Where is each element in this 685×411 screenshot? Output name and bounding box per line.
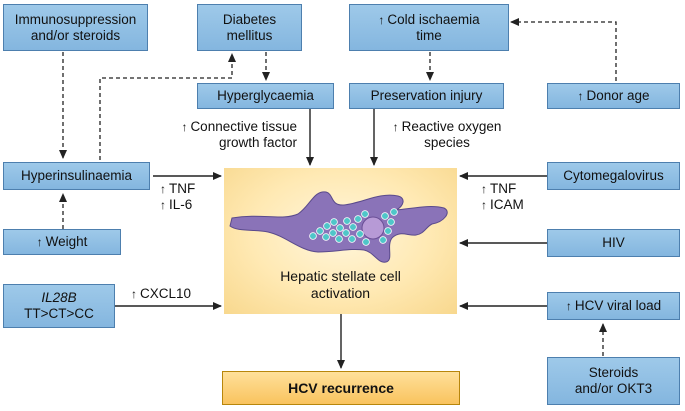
il28b-gene-label: IL28B xyxy=(41,290,77,305)
hcv-viral-load-box: ↑HCV viral load xyxy=(547,292,680,320)
il6-label: IL-6 xyxy=(169,197,193,212)
hiv-box: HIV xyxy=(547,229,680,257)
donor-age-label: Donor age xyxy=(586,88,650,103)
hyperglycaemia-box: Hyperglycaemia xyxy=(197,83,334,109)
steroids-okt3-box: Steroids and/or OKT3 xyxy=(547,357,680,405)
ros-mediator: ↑Reactive oxygen species xyxy=(380,119,514,151)
cytomegalovirus-label: Cytomegalovirus xyxy=(563,168,664,183)
mellitus-label: mellitus xyxy=(226,27,273,43)
increase-arrow-icon: ↑ xyxy=(160,182,166,196)
ctgf-line2: growth factor xyxy=(218,135,297,150)
steroids-okt3-line1: Steroids xyxy=(588,365,639,380)
increase-arrow-icon: ↑ xyxy=(181,120,188,134)
ros-line2: species xyxy=(424,135,470,150)
diabetes-label: Diabetes xyxy=(222,11,277,27)
stellate-cell-illustration xyxy=(229,191,448,263)
il28b-box: IL28B TT>CT>CC xyxy=(3,284,115,328)
hyperinsulinaemia-label: Hyperinsulinaemia xyxy=(20,168,133,183)
tnf-icam-mediators: ↑TNF ↑ICAM xyxy=(481,181,524,213)
hcv-viral-load-label: HCV viral load xyxy=(574,298,662,313)
donor-age-box: ↑Donor age xyxy=(547,83,680,109)
steroids-okt3-line2: and/or OKT3 xyxy=(574,381,653,396)
cold-ischaemia-box: ↑Cold ischaemia time xyxy=(349,4,509,51)
center-line1: Hepatic stellate cell xyxy=(280,268,401,284)
ctgf-mediator: ↑Connective tissue growth factor xyxy=(150,119,297,151)
cold-ischaemia-label: Cold ischaemia xyxy=(387,11,480,27)
increase-arrow-icon: ↑ xyxy=(481,182,487,196)
weight-label: Weight xyxy=(45,234,88,249)
immunosuppression-box: Immunosuppression and/or steroids xyxy=(3,4,148,51)
increase-arrow-icon: ↑ xyxy=(481,198,487,212)
cxcl10-mediator: ↑CXCL10 xyxy=(131,286,191,302)
stellate-cell-nucleus xyxy=(361,216,385,240)
increase-arrow-icon: ↑ xyxy=(392,120,399,134)
hcv-recurrence-label: HCV recurrence xyxy=(288,380,394,396)
tnf-right-label: TNF xyxy=(490,181,517,196)
immunosuppression-label: Immunosuppression xyxy=(14,11,137,27)
hiv-label: HIV xyxy=(602,235,625,250)
increase-arrow-icon: ↑ xyxy=(577,89,584,103)
preservation-injury-label: Preservation injury xyxy=(370,88,483,103)
steroids-label: and/or steroids xyxy=(30,27,121,43)
preservation-injury-box: Preservation injury xyxy=(349,83,504,109)
icam-label: ICAM xyxy=(490,197,524,212)
ros-line1: Reactive oxygen xyxy=(401,119,502,134)
retinoid-droplets xyxy=(309,208,398,246)
increase-arrow-icon: ↑ xyxy=(36,235,43,249)
increase-arrow-icon: ↑ xyxy=(131,287,137,301)
hyperinsulinaemia-box: Hyperinsulinaemia xyxy=(3,162,150,190)
hepatic-stellate-cell-activation-label: Hepatic stellate cell activation xyxy=(224,268,457,302)
cxcl10-label: CXCL10 xyxy=(140,286,192,301)
time-label: time xyxy=(416,27,442,43)
weight-box: ↑Weight xyxy=(3,229,121,255)
tnf-il6-mediators: ↑TNF ↑IL-6 xyxy=(160,181,195,213)
increase-arrow-icon: ↑ xyxy=(565,299,572,313)
il28b-genotype-label: TT>CT>CC xyxy=(24,306,94,321)
center-line2: activation xyxy=(310,285,371,301)
increase-arrow-icon: ↑ xyxy=(160,198,166,212)
hcv-recurrence-box: HCV recurrence xyxy=(222,371,460,405)
tnf-left-label: TNF xyxy=(169,181,196,196)
ctgf-line1: Connective tissue xyxy=(190,119,297,134)
cytomegalovirus-box: Cytomegalovirus xyxy=(547,162,680,190)
diabetes-mellitus-box: Diabetes mellitus xyxy=(197,4,302,51)
hyperglycaemia-label: Hyperglycaemia xyxy=(217,88,314,103)
increase-arrow-icon: ↑ xyxy=(378,12,385,27)
